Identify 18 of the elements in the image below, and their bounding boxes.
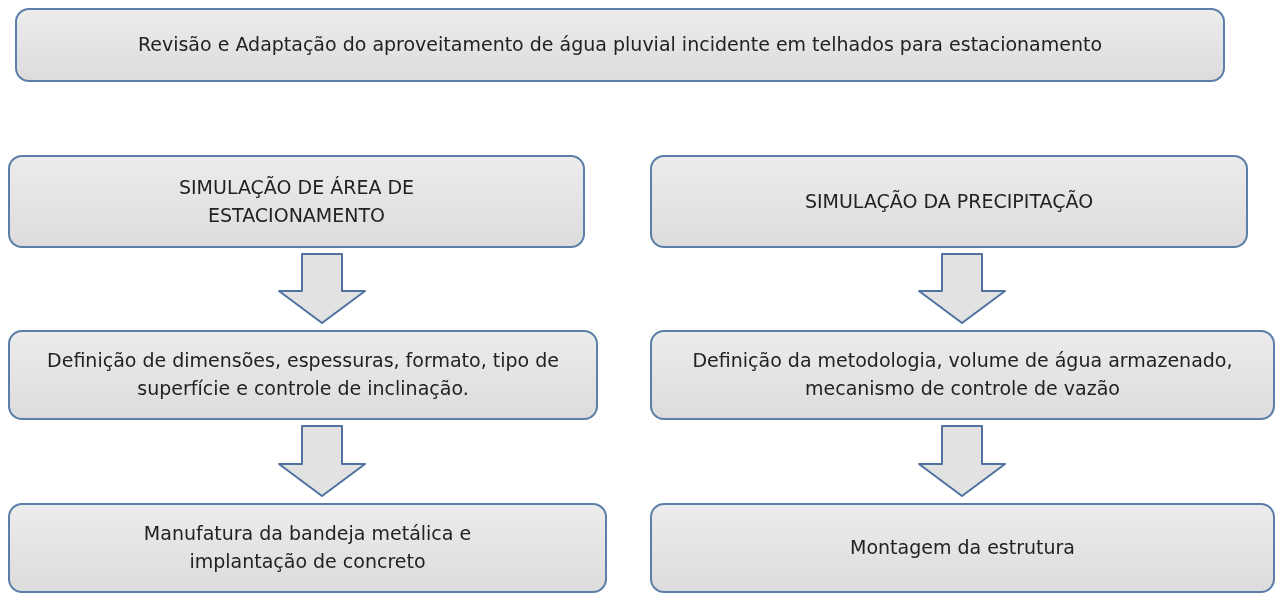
box-text: Manufatura da bandeja metálica e implantação de concreto [142, 521, 473, 574]
block-arrow [918, 425, 1006, 497]
box-text: Revisão e Adaptação do aproveitamento de água pluvial incidente em telhados para estacionamento [137, 32, 1103, 58]
box-text: SIMULAÇÃO DE ÁREA DE ESTACIONAMENTO [177, 174, 416, 228]
box-text: Montagem da estrutura [850, 535, 1075, 561]
process-box [8, 503, 607, 593]
process-box [650, 155, 1248, 248]
process-box [8, 155, 585, 248]
process-box [650, 330, 1275, 420]
process-box [8, 330, 598, 420]
block-arrow [278, 425, 366, 497]
process-box [15, 8, 1225, 82]
block-arrow [918, 253, 1006, 324]
box-text: Definição de dimensões, espessuras, formato, tipo de superfície e controle de inclinação. [46, 348, 560, 401]
block-arrow [278, 253, 366, 324]
box-text: Definição da metodologia, volume de água armazenado, mecanismo de controle de vazão [691, 348, 1234, 401]
process-box [650, 503, 1275, 593]
box-text: SIMULAÇÃO DA PRECIPITAÇÃO [804, 188, 1094, 214]
